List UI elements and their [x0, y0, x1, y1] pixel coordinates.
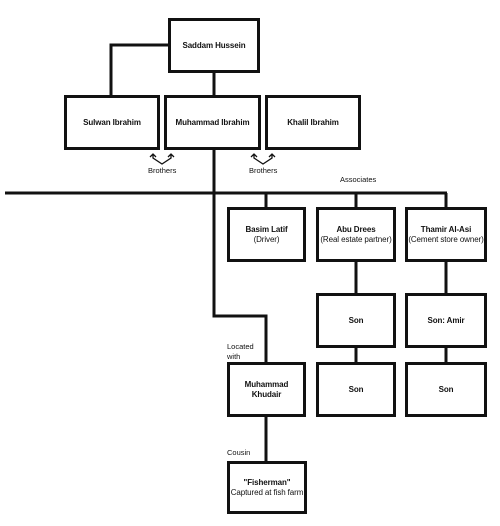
name-basim-latif: Basim Latif [245, 224, 288, 234]
box-thamir-al-asi: Thamir Al-Asi (Cement store owner) [405, 207, 487, 262]
box-khalil-ibrahim: Khalil Ibrahim [265, 95, 361, 150]
name-khalil-ibrahim: Khalil Ibrahim [287, 117, 339, 127]
role-abu-drees: (Real estate partner) [320, 234, 392, 244]
brothers-label-right: Brothers [249, 166, 278, 175]
note-fisherman: Captured at fish farm [230, 487, 304, 497]
name-thamir-son-amir: Son: Amir [427, 315, 465, 325]
box-abu-drees: Abu Drees (Real estate partner) [316, 207, 396, 262]
brothers-marks [149, 153, 276, 165]
brothers-label-left: Brothers [148, 166, 177, 175]
connector-saddam-sulwan [109, 43, 168, 95]
box-abu-drees-son: Son [316, 293, 396, 348]
box-thamir-grandson: Son [405, 362, 487, 417]
role-basim-latif: (Driver) [253, 234, 280, 244]
box-basim-latif: Basim Latif (Driver) [227, 207, 306, 262]
box-saddam-hussein: Saddam Hussein [168, 18, 260, 73]
box-sulwan-ibrahim: Sulwan Ibrahim [64, 95, 160, 150]
connector-muhammad-khudair [212, 150, 268, 362]
cousin-label: Cousin [227, 448, 251, 457]
located-line-1: Located [227, 342, 254, 351]
role-thamir-al-asi: (Cement store owner) [408, 234, 484, 244]
box-fisherman: "Fisherman" Captured at fish farm [227, 461, 307, 514]
name-thamir-al-asi: Thamir Al-Asi [420, 224, 472, 234]
brothers-mark-right [250, 153, 276, 165]
located-line-2: with [227, 352, 241, 361]
name-muhammad-khudair: Muhammad Khudair [244, 379, 289, 399]
located-with-label: Located with [227, 342, 254, 362]
name-abu-drees: Abu Drees [336, 224, 376, 234]
name-abu-drees-son: Son [348, 315, 364, 325]
name-fisherman: "Fisherman" [243, 477, 291, 487]
name-abu-drees-grandson: Son [348, 384, 364, 394]
name-muhammad-ibrahim: Muhammad Ibrahim [175, 117, 250, 127]
name-thamir-grandson: Son [438, 384, 454, 394]
box-muhammad-ibrahim: Muhammad Ibrahim [164, 95, 261, 150]
brothers-mark-left [149, 153, 175, 165]
box-abu-drees-grandson: Son [316, 362, 396, 417]
name-saddam-hussein: Saddam Hussein [182, 40, 246, 50]
name-sulwan-ibrahim: Sulwan Ibrahim [83, 117, 141, 127]
box-thamir-son-amir: Son: Amir [405, 293, 487, 348]
box-muhammad-khudair: Muhammad Khudair [227, 362, 306, 417]
associates-label: Associates [340, 175, 377, 184]
